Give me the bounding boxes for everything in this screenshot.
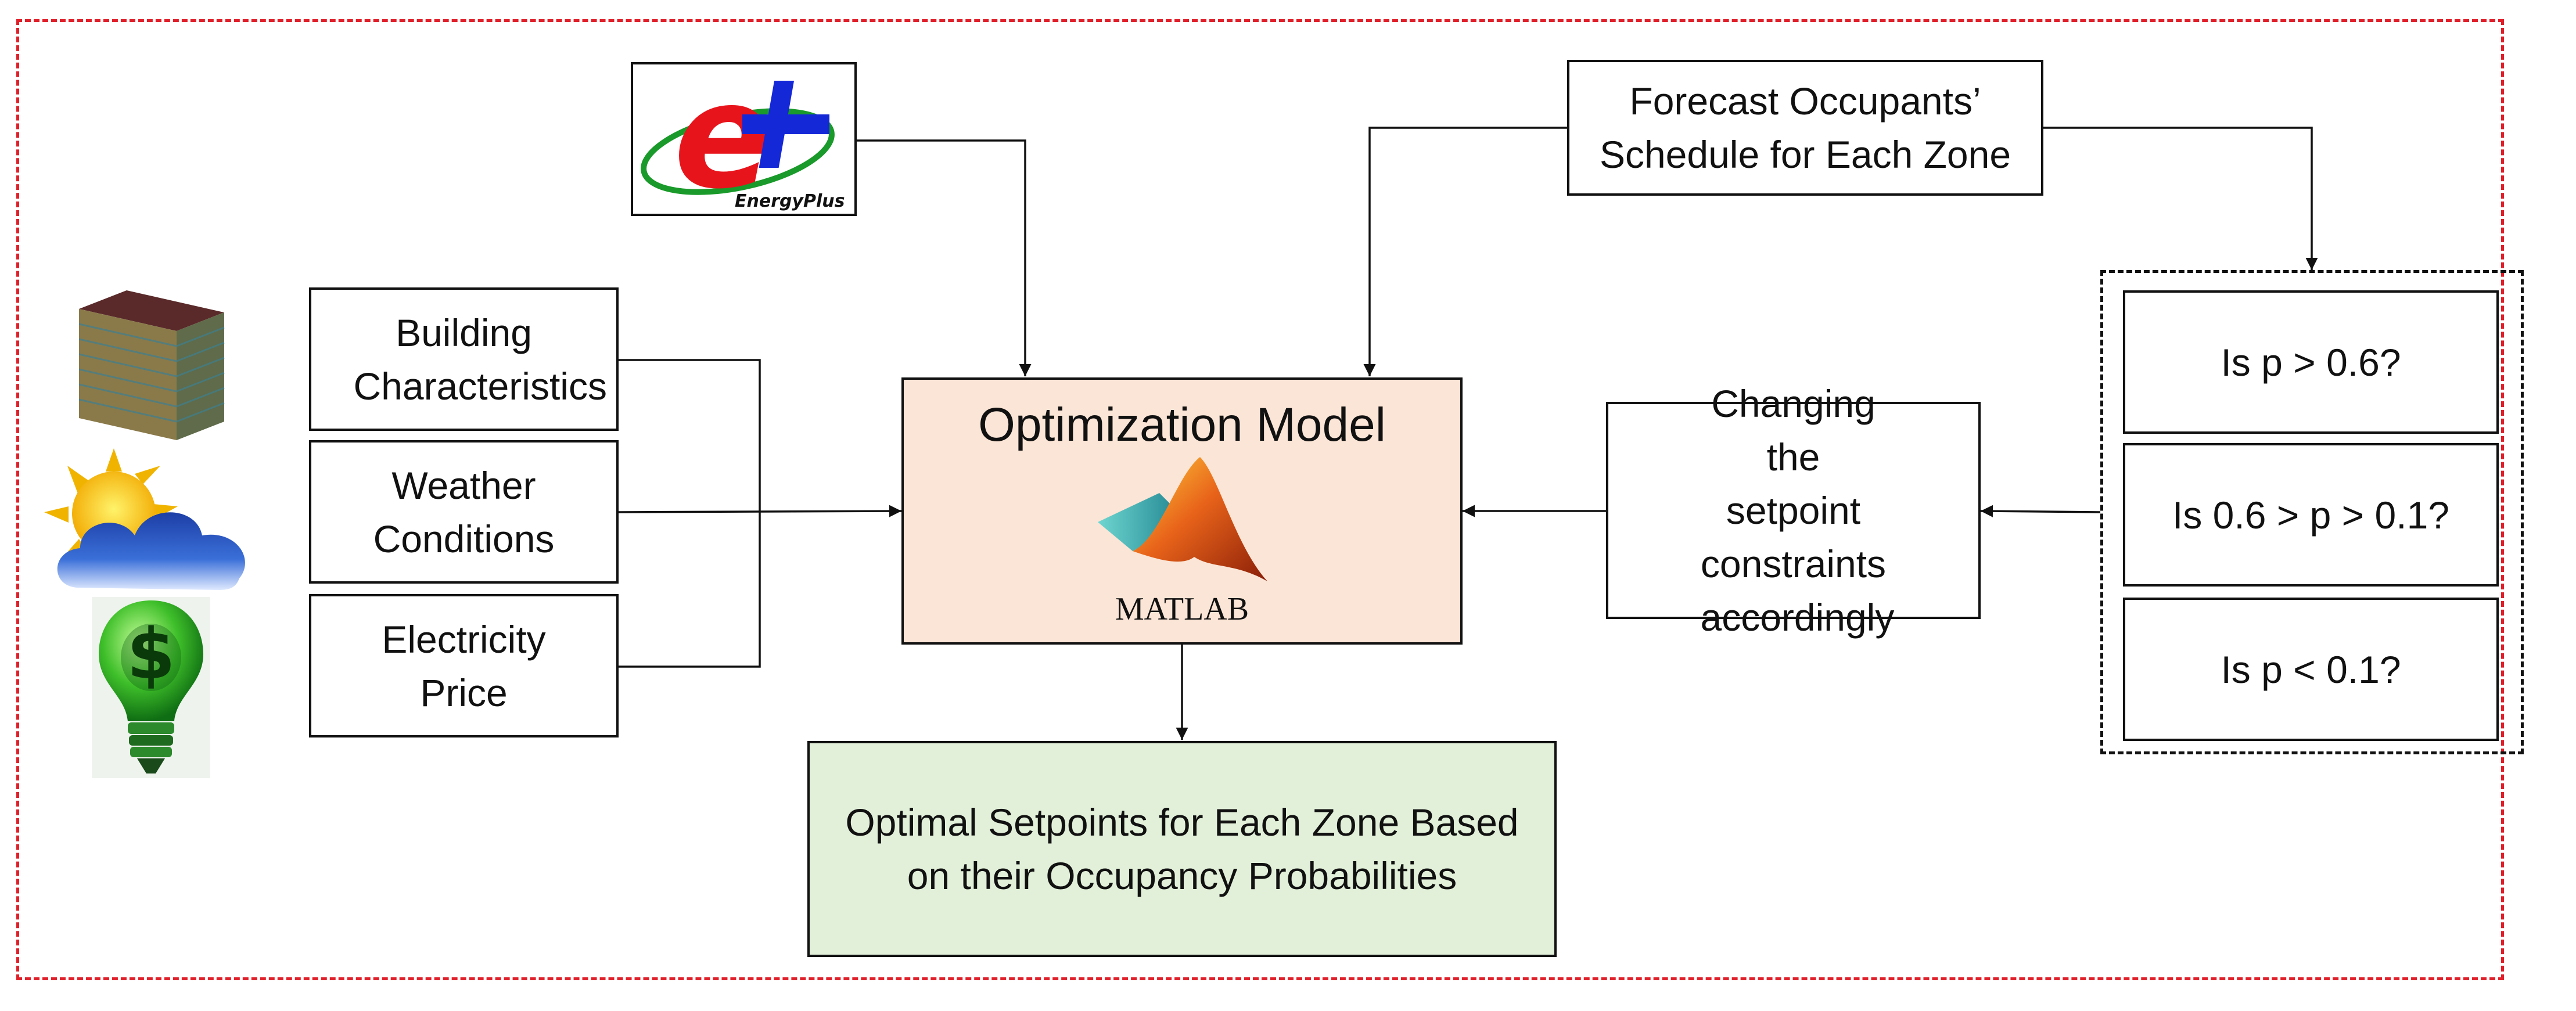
weather-connector	[618, 505, 902, 517]
decisions-to-setpoint-connector	[1980, 505, 2101, 517]
energyplus-icon: e EnergyPlus	[641, 52, 845, 221]
matlab-logo-icon	[1098, 457, 1267, 581]
svg-text:e: e	[674, 64, 773, 214]
optimization-model-title: Optimization Model	[978, 398, 1386, 451]
electricity-price-box: Electricity Price	[309, 594, 619, 737]
optimal-setpoints-box: Optimal Setpoints for Each Zone Based on…	[807, 741, 1557, 957]
building-characteristics-label: Building Characteristics	[353, 311, 607, 408]
optimization-model-box: Optimization Model MATLAB	[901, 377, 1463, 645]
sun-cloud-icon	[44, 448, 245, 590]
matlab-label: MATLAB	[1115, 591, 1249, 627]
setpoint-constraints-label: Changing the setpoint constraints accord…	[1700, 382, 1895, 639]
energyplus-connector	[857, 139, 1032, 376]
decision-low-label: Is p < 0.1?	[2221, 647, 2401, 691]
probability-decision-group	[2100, 270, 2524, 754]
setpoint-constraints-box: Changing the setpoint constraints accord…	[1606, 382, 1981, 639]
decision-mid-box: Is 0.6 > p > 0.1?	[2123, 443, 2499, 587]
forecast-to-decisions-connector	[2043, 127, 2318, 270]
dollar-lightbulb-icon: $	[92, 597, 210, 778]
weather-conditions-box: Weather Conditions	[309, 440, 619, 584]
diagram-frame	[16, 19, 2504, 980]
decision-high-box: Is p > 0.6?	[2123, 290, 2499, 434]
building-characteristics-box: Building Characteristics	[309, 287, 619, 431]
building-connector	[619, 359, 761, 511]
optimal-setpoints-label: Optimal Setpoints for Each Zone Based on…	[845, 801, 1519, 897]
decision-high-label: Is p > 0.6?	[2221, 340, 2401, 384]
forecast-to-optimization-connector	[1363, 127, 1567, 376]
energyplus-logo-text: EnergyPlus	[735, 191, 845, 211]
electricity-price-label: Electricity Price	[382, 617, 546, 714]
energyplus-logo: e EnergyPlus	[631, 52, 857, 221]
electricity-connector	[619, 511, 761, 668]
building-stack-icon	[78, 290, 225, 440]
forecast-schedule-box: Forecast Occupants’ Schedule for Each Zo…	[1567, 60, 2043, 196]
weather-conditions-label: Weather Conditions	[373, 463, 555, 560]
svg-text:$: $	[127, 614, 175, 695]
decision-mid-label: Is 0.6 > p > 0.1?	[2172, 493, 2450, 537]
decision-low-box: Is p < 0.1?	[2123, 598, 2499, 741]
forecast-schedule-label: Forecast Occupants’ Schedule for Each Zo…	[1599, 80, 2011, 176]
